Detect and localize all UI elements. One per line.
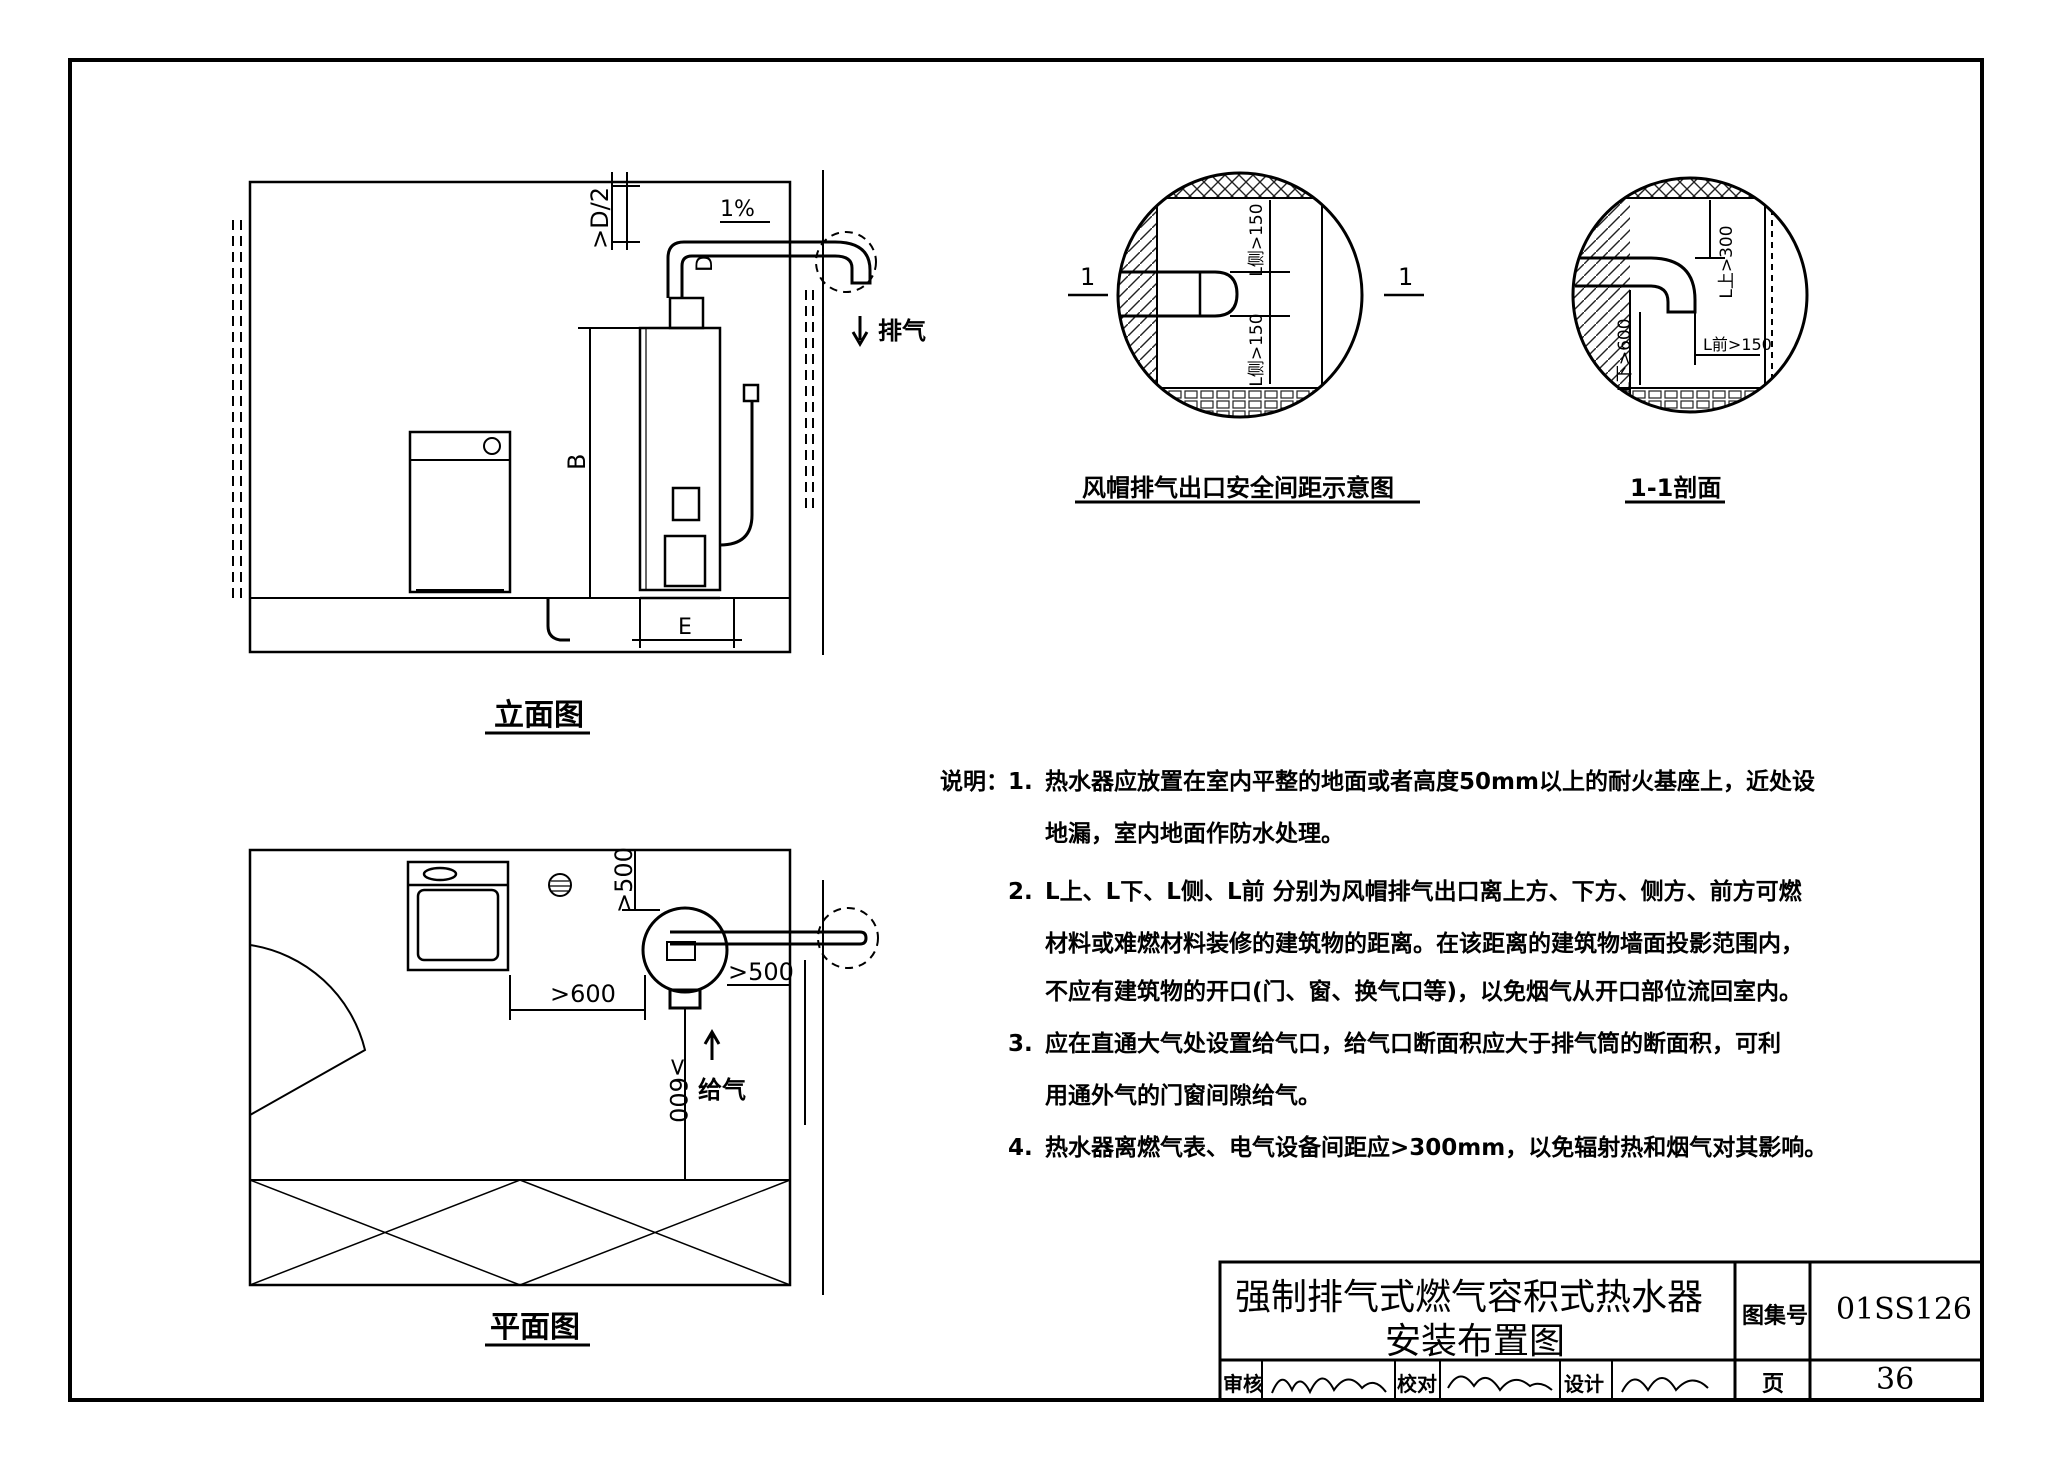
note-3-line-2: 用通外气的门窗间隙给气。 [1045,1083,1321,1109]
atlas-value: 01SS126 [1836,1292,1973,1327]
left-wall-hatch [232,220,242,598]
title-line-1: 强制排气式燃气容积式热水器 [1235,1277,1704,1318]
label-left-600: >600 [550,980,616,1008]
note-2-line-3: 不应有建筑物的开口(门、窗、换气口等)，以免烟气从开口部位流回室内。 [1045,979,1803,1005]
label-slope: 1% [720,197,755,222]
notes-heading: 说明： [940,769,1009,795]
exhaust-cap-marker-plan [817,907,879,969]
elevation-room-outline [248,180,792,654]
detail-circle-a [1116,171,1364,419]
detail-section: L上>300 L下>600 L前>150 [1571,176,1809,504]
water-heater-plan [641,906,868,1010]
label-l-up: L上>300 [1717,225,1737,298]
detail-clearance: L侧>150 L侧>150 1 1 [1068,171,1424,504]
note-2-number: 2. [1008,879,1033,905]
page-label: 页 [1762,1372,1785,1397]
elevation-view: 排气 >D/2 1% D B E [232,170,926,655]
sheet-border [68,58,1984,1402]
section-detail-title: 1-1剖面 [1630,474,1722,502]
water-heater [638,296,760,600]
note-4-number: 4. [1008,1135,1033,1161]
label-exhaust: 排气 [878,317,926,345]
label-e: E [678,615,692,640]
note-3-number: 3. [1008,1031,1033,1057]
signature-checker [1447,1375,1553,1392]
note-2-line-2: 材料或难燃材料装修的建筑物的距离。在该距离的建筑物墙面投影范围内， [1045,931,1804,957]
plan-title: 平面图 [490,1310,580,1345]
exhaust-cap-marker [815,231,877,293]
note-3-line-1: 应在直通大气处设置给气口，给气口断面积应大于排气筒的断面积，可利 [1045,1031,1781,1057]
elevation-title: 立面图 [494,698,584,733]
title-block [1218,1260,1984,1402]
section-mark-left: 1 [1080,263,1095,291]
atlas-label: 图集号 [1742,1304,1809,1329]
note-2-line-1: L上、L下、L侧、L前 分别为风帽排气出口离上方、下方、侧方、前方可燃 [1045,879,1802,905]
check-label: 校对 [1397,1372,1437,1396]
label-l-front: L前>150 [1703,335,1772,354]
label-b: B [563,454,591,470]
label-top-500: >500 [610,847,638,913]
clearance-detail-title: 风帽排气出口安全间距示意图 [1082,474,1394,502]
note-1-line-2: 地漏，室内地面作防水处理。 [1045,821,1344,847]
design-label: 设计 [1564,1372,1604,1396]
title-line-2: 安装布置图 [1385,1321,1566,1362]
label-supply: 给气 [698,1076,746,1104]
notes: 说明： 1. 热水器应放置在室内平整的地面或者高度50mm以上的耐火基座上，近处… [940,756,1890,1174]
detail-circle-b [1571,176,1809,414]
review-label: 审核 [1223,1372,1263,1396]
flue-pipe [666,240,872,298]
washer-plan [406,860,510,972]
vent-grille [548,873,572,897]
label-l-down: L下>600 [1615,318,1635,391]
floor-drain [546,598,570,642]
label-l-side-bottom: L侧>150 [1247,313,1267,386]
section-mark-right: 1 [1398,263,1413,291]
note-1-number: 1. [1008,769,1033,795]
plan-cross-hatch [249,1179,791,1286]
note-1-line-1: 热水器应放置在室内平整的地面或者高度50mm以上的耐火基座上，近处设 [1045,769,1815,795]
label-front-600: >600 [664,1057,692,1123]
label-l-side-top: L侧>150 [1247,203,1267,276]
signature-designer [1621,1377,1709,1393]
note-4-line-1: 热水器离燃气表、电气设备间距应>300mm，以免辐射热和烟气对其影响。 [1045,1135,1828,1161]
label-d: D [693,255,718,272]
plan-view: >500 >600 >500 >600 给气 [248,847,879,1295]
signature-reviewer [1271,1377,1387,1395]
door-swing [249,944,367,1116]
label-side-500: >500 [728,958,794,986]
label-d-half: >D/2 [586,187,614,249]
page-value: 36 [1876,1362,1915,1397]
washing-machine [408,430,512,594]
